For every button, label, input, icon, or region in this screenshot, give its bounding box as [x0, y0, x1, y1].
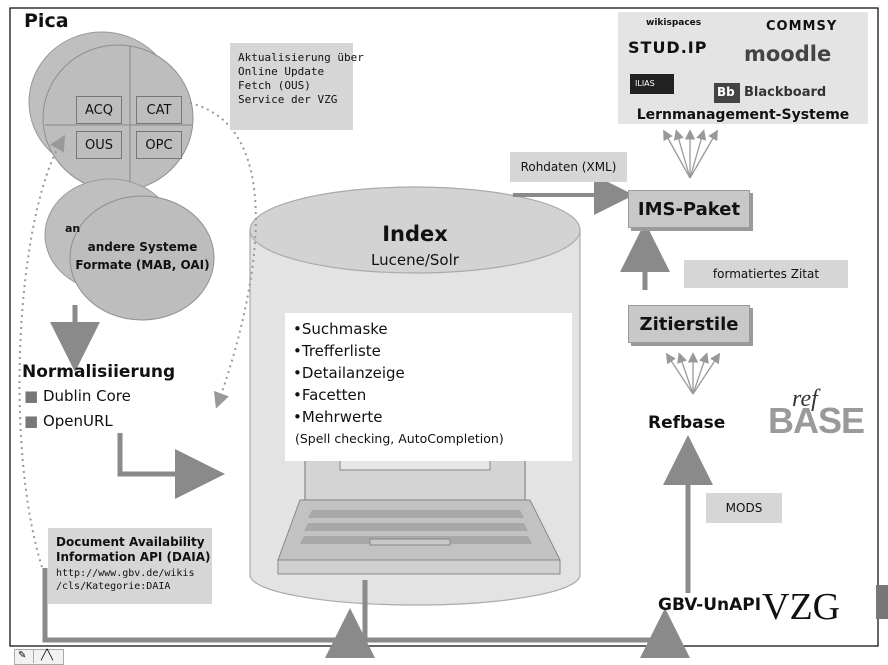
normalization-item-openurl: ■ OpenURL [24, 412, 113, 430]
lms-logos-panel: wikispaces COMMSY STUD.IP moodle ILIAS B… [618, 12, 868, 124]
logo-ilias-label: ILIAS [635, 79, 655, 88]
update-line-4: Service der VZG [238, 93, 338, 106]
normalization-item-label: Dublin Core [42, 387, 131, 405]
daia-box: Document Availability Information API (D… [48, 528, 212, 604]
feature-item: •Suchmaske [293, 320, 388, 338]
features-panel: •Suchmaske •Trefferliste •Detailanzeige … [285, 313, 572, 461]
mods-label: MODS [725, 501, 763, 515]
update-line-1: Aktualisierung über [238, 51, 364, 64]
dotted-daia-curve [18, 134, 66, 568]
arrow-daia-to-index [42, 568, 375, 658]
daia-title-line-2: Information API (DAIA) [56, 550, 211, 564]
vzg-logo-block [876, 585, 888, 619]
index-cylinder-top [249, 186, 581, 274]
normalization-item-dublin-core: ■ Dublin Core [24, 387, 131, 405]
chevron-up-icon[interactable]: ╱╲ [33, 650, 60, 663]
update-line-3: Fetch (OUS) [238, 79, 311, 92]
logo-commsy: COMMSY [766, 19, 838, 34]
index-subtitle: Lucene/Solr [371, 251, 459, 269]
refbase-label: Refbase [648, 413, 726, 433]
logo-blackboard-mark-label: Bb [717, 85, 735, 99]
pica-cell-ous: OUS [76, 131, 122, 159]
fan-arrows-ims [663, 129, 718, 179]
ims-package-box: IMS-Paket [628, 190, 750, 228]
logo-ilias: ILIAS [630, 74, 674, 94]
index-title: Index [382, 222, 448, 246]
logo-moodle: moodle [744, 42, 832, 66]
pica-title: Pica [24, 10, 69, 32]
vzg-logo: VZG [762, 586, 841, 628]
feature-item: •Facetten [293, 386, 367, 404]
logo-blackboard: Blackboard [744, 85, 827, 100]
normalization-title: Normalisiierung [22, 362, 176, 382]
lms-caption: Lernmanagement-Systeme [636, 107, 850, 123]
mods-box: MODS [706, 493, 782, 523]
normalization-item-label: OpenURL [42, 412, 113, 430]
raw-data-label: Rohdaten (XML) [520, 160, 617, 174]
pica-cell-cat: CAT [136, 96, 182, 124]
formatted-citation-label: formatiertes Zitat [712, 267, 820, 281]
systems-disk-front [69, 195, 215, 321]
systems-line-2: Formate (MAB, OAI) [75, 258, 210, 272]
update-line-2: Online Update [238, 65, 325, 78]
daia-url-line-2: /cls/Kategorie:DAIA [56, 581, 171, 592]
feature-item: •Mehrwerte [293, 408, 383, 426]
logo-blackboard-mark: Bb [714, 83, 740, 103]
feature-label: Trefferliste [301, 342, 381, 360]
raw-data-box: Rohdaten (XML) [510, 152, 627, 182]
daia-url-line-1: http://www.gbv.de/wikis [56, 568, 195, 579]
fan-arrows-refbase [665, 352, 721, 395]
feature-label: Detailanzeige [301, 364, 405, 382]
feature-note: (Spell checking, AutoCompletion) [295, 431, 504, 446]
daia-title-line-1: Document Availability [56, 535, 205, 549]
slide-frame [9, 7, 879, 647]
feature-label: Mehrwerte [301, 408, 383, 426]
refbase-logo: BASE [768, 400, 865, 441]
update-info-box: Aktualisierung über Online Update Fetch … [230, 43, 364, 130]
logo-wikispaces: wikispaces [646, 18, 702, 28]
citation-styles-box: Zitierstile [628, 305, 750, 343]
systems-back-label: an [65, 222, 81, 235]
systems-line-1: andere Systeme [87, 240, 198, 254]
pica-cell-acq: ACQ [76, 96, 122, 124]
arrow-index-to-gbv [362, 580, 690, 658]
refbase-logo-ref: ref [792, 386, 818, 412]
gbv-unapi-label: GBV-UnAPI [658, 595, 762, 615]
pica-cell-opc: OPC [136, 131, 182, 159]
arrow-normalization-to-index [117, 433, 225, 499]
formatted-citation-box: formatiertes Zitat [684, 260, 848, 288]
pen-tool-icon[interactable]: ✎ [18, 650, 27, 661]
feature-label: Facetten [301, 386, 367, 404]
logo-studip: STUD.IP [628, 38, 708, 57]
slide-toolbar: ✎ ╱╲ [14, 649, 64, 665]
feature-item: •Detailanzeige [293, 364, 405, 382]
feature-item: •Trefferliste [293, 342, 381, 360]
feature-label: Suchmaske [301, 320, 388, 338]
